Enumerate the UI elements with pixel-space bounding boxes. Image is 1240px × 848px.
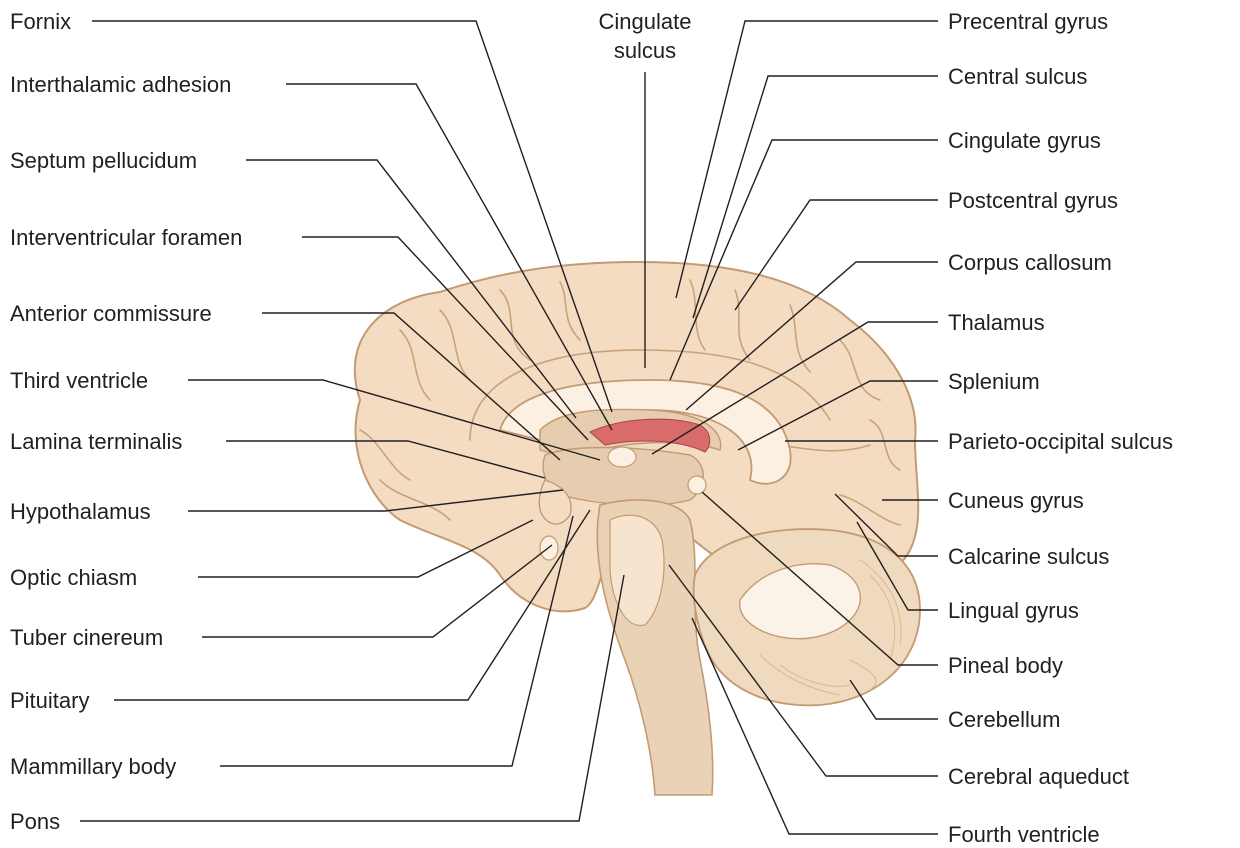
label-pineal-body: Pineal body (948, 653, 1063, 678)
label-mammillary-body: Mammillary body (10, 754, 176, 779)
label-thalamus: Thalamus (948, 310, 1045, 335)
label-optic-chiasm: Optic chiasm (10, 565, 137, 590)
label-interventricular-foramen: Interventricular foramen (10, 225, 242, 250)
label-corpus-callosum: Corpus callosum (948, 250, 1112, 275)
labels-left: Fornix Interthalamic adhesion Septum pel… (10, 9, 242, 834)
label-lingual-gyrus: Lingual gyrus (948, 598, 1079, 623)
leader-pons (80, 575, 624, 821)
label-tuber-cinereum: Tuber cinereum (10, 625, 163, 650)
label-septum-pellucidum: Septum pellucidum (10, 148, 197, 173)
label-hypothalamus: Hypothalamus (10, 499, 151, 524)
labels-right: Precentral gyrus Central sulcus Cingulat… (948, 9, 1173, 847)
label-cerebral-aqueduct: Cerebral aqueduct (948, 764, 1129, 789)
label-cingulate-sulcus-line2: sulcus (614, 38, 676, 63)
label-cuneus-gyrus: Cuneus gyrus (948, 488, 1084, 513)
label-lamina-terminalis: Lamina terminalis (10, 429, 182, 454)
label-cingulate-gyrus: Cingulate gyrus (948, 128, 1101, 153)
label-anterior-commissure: Anterior commissure (10, 301, 212, 326)
label-third-ventricle: Third ventricle (10, 368, 148, 393)
label-cingulate-sulcus-line1: Cingulate (599, 9, 692, 34)
label-calcarine-sulcus: Calcarine sulcus (948, 544, 1109, 569)
leader-precentral-gyrus (676, 21, 938, 298)
label-fourth-ventricle: Fourth ventricle (948, 822, 1100, 847)
label-interthalamic-adhesion: Interthalamic adhesion (10, 72, 231, 97)
label-splenium: Splenium (948, 369, 1040, 394)
interthalamic-adhesion-shape (608, 447, 636, 467)
label-pituitary: Pituitary (10, 688, 89, 713)
label-pons: Pons (10, 809, 60, 834)
label-precentral-gyrus: Precentral gyrus (948, 9, 1108, 34)
label-fornix: Fornix (10, 9, 71, 34)
label-parieto-occipital-sulcus: Parieto-occipital sulcus (948, 429, 1173, 454)
pineal-shape (688, 476, 706, 494)
label-central-sulcus: Central sulcus (948, 64, 1087, 89)
labels-top: Cingulate sulcus (599, 9, 692, 63)
label-postcentral-gyrus: Postcentral gyrus (948, 188, 1118, 213)
label-cerebellum: Cerebellum (948, 707, 1061, 732)
